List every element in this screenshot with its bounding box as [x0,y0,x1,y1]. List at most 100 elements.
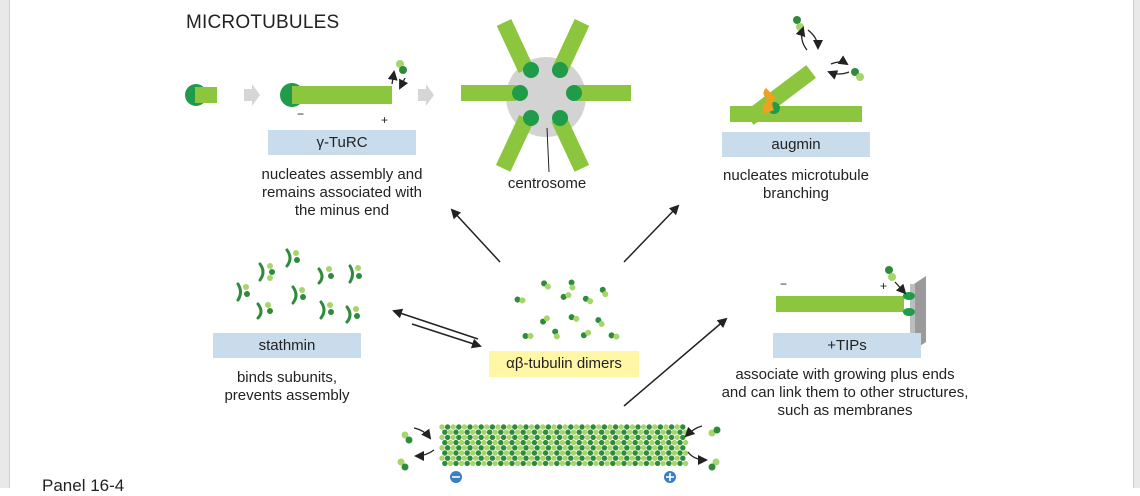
lattice-subunit [540,434,546,441]
lattice-subunit [635,424,641,430]
lattice-subunit [596,445,602,451]
lattice-subunit [514,429,521,435]
lattice-subunit [640,455,647,461]
lattice-subunit [624,455,630,461]
lattice-subunit [598,429,605,435]
lattice-subunit [478,445,484,451]
lattice-subunit [447,429,454,435]
lattice-subunit [492,460,498,467]
lattice-subunit [456,434,462,441]
lattice-subunit [489,424,496,430]
lattice-subunit [671,450,678,456]
lattice-subunit [523,434,529,441]
lattice-subunit [554,429,560,435]
lattice-subunit [464,439,470,446]
lattice-subunit [660,429,666,435]
lattice-subunit [562,434,568,441]
lattice-subunit [652,424,658,430]
lattice-subunit [447,439,454,446]
lattice-subunit [604,460,610,467]
lattice-subunit [632,450,638,456]
lattice-subunit [640,445,647,451]
lattice-subunit [663,445,669,451]
lattice-subunit [612,455,619,461]
lattice-subunit [548,429,554,435]
lattice-subunit [517,424,524,430]
lattice-subunit [643,439,650,446]
lattice-subunit [450,424,456,430]
lattice-subunit [481,460,487,467]
lattice-subunit [475,429,482,435]
lattice-subunit [545,434,552,441]
lattice-subunit [447,450,454,456]
lattice-subunit [503,439,510,446]
lattice-subunit [526,450,532,456]
lattice-subunit [632,460,638,467]
lattice-subunit [523,445,529,451]
lattice-subunit [442,460,448,467]
lattice-subunit [671,429,678,435]
stathmin-complexes [236,248,362,324]
lattice-subunit [489,455,496,461]
lattice-subunit [486,429,493,435]
lattice-subunit [475,450,482,456]
lattice-subunit [540,455,546,461]
lattice-subunit [674,434,680,441]
lattice-subunit [654,439,661,446]
window-left-border [0,0,10,488]
lattice-subunit [512,455,518,461]
lattice-subunit [503,429,510,435]
lattice-subunit [646,445,652,451]
tips-minus-sign: − [780,277,787,291]
tubulin-dimer [568,314,580,322]
lattice-subunit [523,424,529,430]
lattice-subunit [635,434,641,441]
lattice-subunit [514,439,521,446]
lattice-subunit [565,439,571,446]
lattice-subunit [652,445,658,451]
lattice-subunit [495,434,501,441]
lattice-subunit [582,450,588,456]
lattice-subunit [556,424,563,430]
lattice-subunit [582,460,588,467]
lattice-subunit [478,434,484,441]
lattice-subunit [439,434,445,441]
lattice-subunit [629,424,636,430]
gtu-microtubule [280,83,392,107]
lattice-subunit [576,429,582,435]
microtubule-lattice [439,424,689,467]
lattice-subunit [444,445,451,451]
lattice-subunit [500,455,507,461]
lattice-subunit [601,455,608,461]
lattice-subunit [660,450,666,456]
lattice-subunit [439,445,445,451]
lattice-subunit [456,445,462,451]
lattice-subunit [509,450,515,456]
lattice-subunit [593,439,599,446]
tubulin-dimer [595,317,605,327]
lattice-subunit [668,434,675,441]
lattice-subunit [486,460,493,467]
stathmin-label-box: stathmin [213,333,361,358]
lattice-subunit [568,455,574,461]
lattice-subunit [450,445,456,451]
lattice-subunit [573,445,580,451]
lattice-subunit [618,424,624,430]
lattice-subunit [461,434,468,441]
lattice-subunit [612,434,619,441]
lattice-subunit [512,424,518,430]
lattice-subunit [579,434,585,441]
lattice-subunit [512,434,518,441]
lattice-subunit [514,460,521,467]
lattice-subunit [638,460,644,467]
lattice-subunit [562,445,568,451]
tubulin-dimer [582,295,594,305]
lattice-subunit [542,429,549,435]
lattice-subunit [621,450,627,456]
panel-caption: Panel 16-4 [42,476,125,495]
lattice-subunit [551,424,557,430]
tubulin-dimer [522,333,534,339]
lattice-subunit [640,424,647,430]
lattice-subunit [607,434,613,441]
lattice-subunit [528,434,535,441]
